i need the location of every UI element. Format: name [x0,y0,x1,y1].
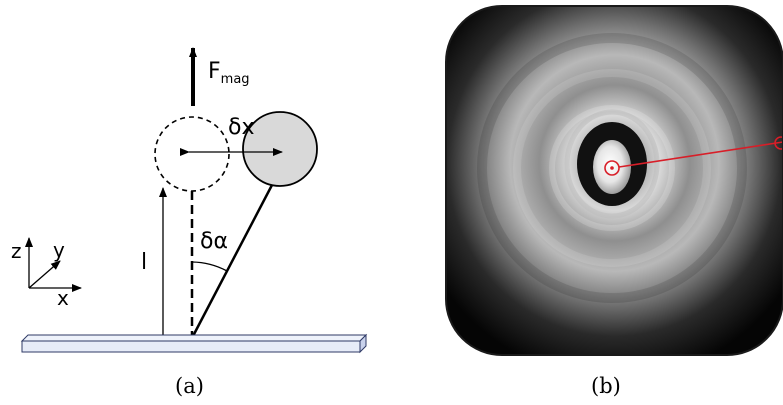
diffraction-ring [477,33,747,303]
surface-top [20,334,368,342]
microscope-image [446,6,783,355]
tracking-line [618,141,783,168]
displacement-label: δx [228,115,254,140]
glass-surface [20,333,368,354]
tracking-center-dot [610,166,614,170]
panel-b: (b) [445,5,783,398]
surface-front [21,340,361,353]
tilted-tether [190,184,274,339]
length-label: l [141,250,147,275]
y-axis [28,260,61,289]
microscope-frame [445,5,783,356]
coordinate-axes: z y x [11,237,82,310]
bead-halo [564,109,660,219]
force-label: Fmag [208,59,250,87]
x-axis-label: x [57,286,69,310]
diffraction-ring [549,105,675,231]
tracking-marker [604,160,620,176]
rest-position-bead [154,116,230,192]
caption-b: (b) [591,374,621,398]
y-axis-label: y [53,238,65,262]
panel-a: Fmag δx l δα z y x [11,47,368,398]
angle-arc [191,261,228,272]
z-axis-label: z [11,239,22,263]
tracking-anchor-marker [774,136,783,150]
force-subscript: mag [221,72,250,87]
diffraction-ring [513,69,711,267]
angle-label: δα [200,229,228,254]
caption-a: (a) [175,374,204,398]
